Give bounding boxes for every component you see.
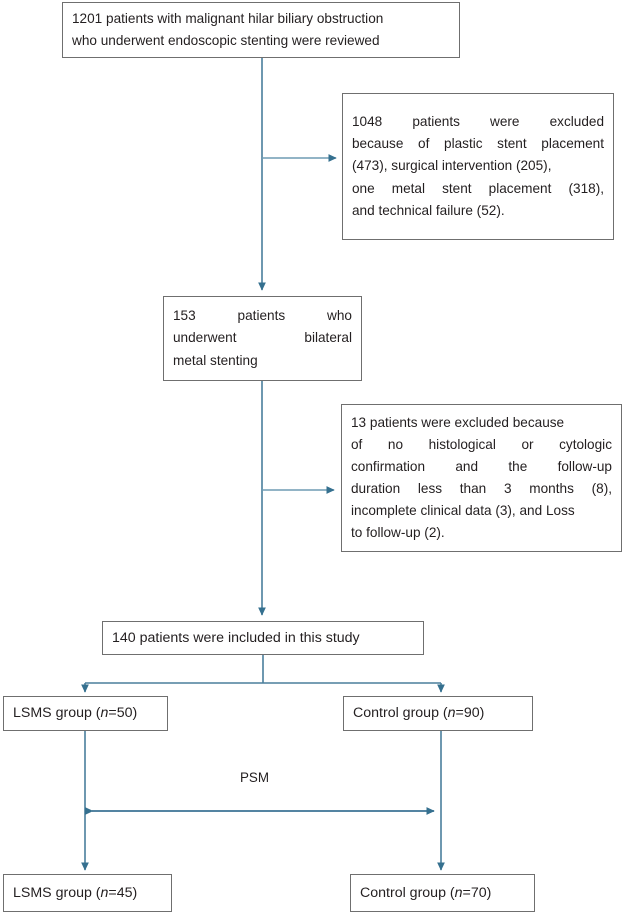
node-excluded-2: 13 patients were excluded because of no … bbox=[341, 404, 622, 552]
italic-n: n bbox=[454, 884, 463, 901]
node-control-group-pre: Control group (n=90) bbox=[343, 696, 533, 731]
node-excluded-2-line-6: to follow-up (2). bbox=[351, 525, 445, 541]
node-excluded-2-line-4: duration less than 3 months (8), bbox=[351, 481, 612, 496]
node-bilateral: 153 patients who underwent bilateral met… bbox=[163, 296, 362, 381]
node-bilateral-line-3: metal stenting bbox=[173, 352, 258, 368]
node-control-group-post-label: Control group (n=70) bbox=[360, 884, 492, 901]
node-excluded-1-line-5: and technical failure (52). bbox=[352, 202, 505, 218]
node-excluded-2-line-1: 13 patients were excluded because bbox=[351, 414, 565, 430]
node-screened: 1201 patients with malignant hilar bilia… bbox=[62, 2, 460, 58]
node-lsms-group-pre: LSMS group (n=50) bbox=[3, 696, 168, 731]
italic-n: n bbox=[100, 705, 109, 721]
node-lsms-group-post: LSMS group (n=45) bbox=[3, 874, 172, 912]
node-excluded-1: 1048 patients were excluded because of p… bbox=[342, 93, 614, 240]
node-lsms-group-post-label: LSMS group (n=45) bbox=[13, 884, 138, 901]
node-included-label: 140 patients were included in this study bbox=[112, 629, 360, 646]
node-excluded-1-line-3: (473), surgical intervention (205), bbox=[352, 158, 552, 174]
node-excluded-2-line-3: confirmation and the follow-up bbox=[351, 458, 612, 474]
node-excluded-1-line-2: because of plastic stent placement bbox=[352, 136, 604, 152]
node-included: 140 patients were included in this study bbox=[102, 621, 424, 655]
italic-n: n bbox=[100, 884, 109, 901]
node-screened-line-1: 1201 patients with malignant hilar bilia… bbox=[72, 10, 384, 26]
psm-annotation-label: PSM bbox=[240, 770, 270, 785]
node-excluded-1-line-1: 1048 patients were excluded bbox=[352, 114, 604, 130]
connector-included-split bbox=[81, 655, 445, 693]
node-lsms-group-pre-label: LSMS group (n=50) bbox=[13, 705, 138, 721]
node-bilateral-line-1: 153 patients who bbox=[173, 308, 352, 324]
node-bilateral-line-2: underwent bilateral bbox=[173, 330, 352, 346]
node-control-group-post: Control group (n=70) bbox=[350, 874, 535, 912]
node-excluded-1-line-4: one metal stent placement (318), bbox=[352, 180, 604, 196]
italic-n: n bbox=[447, 705, 456, 721]
node-excluded-2-line-2: of no histological or cytologic bbox=[351, 436, 612, 452]
node-control-group-pre-label: Control group (n=90) bbox=[353, 705, 485, 721]
node-excluded-2-line-5: incomplete clinical data (3), and Loss bbox=[351, 503, 575, 519]
node-screened-line-2: who underwent endoscopic stenting were r… bbox=[72, 33, 380, 48]
